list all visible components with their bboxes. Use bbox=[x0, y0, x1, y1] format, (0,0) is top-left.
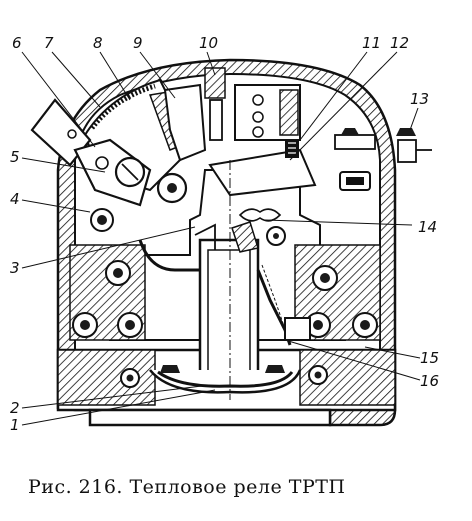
callout-14: 14 bbox=[418, 218, 437, 236]
bolt-right-low2 bbox=[352, 312, 378, 338]
callout-1: 1 bbox=[10, 416, 20, 434]
callout-4: 4 bbox=[10, 190, 20, 208]
callout-10: 10 bbox=[199, 34, 218, 52]
callout-15: 15 bbox=[420, 349, 439, 367]
bolt-left-low2 bbox=[117, 312, 143, 338]
callout-labels: 6 7 8 9 10 11 12 13 5 4 3 14 15 16 2 1 bbox=[10, 34, 439, 434]
callout-9: 9 bbox=[133, 34, 143, 52]
heater-screw-right bbox=[265, 365, 285, 373]
callout-16: 16 bbox=[420, 372, 439, 390]
heater-screw-left bbox=[160, 365, 180, 373]
callout-6: 6 bbox=[12, 34, 22, 52]
figure-caption: Рис. 216. Тепловое реле ТРТП bbox=[28, 476, 346, 498]
adjust-lever bbox=[30, 98, 188, 207]
callout-13: 13 bbox=[410, 90, 429, 108]
callout-8: 8 bbox=[93, 34, 103, 52]
terminal-screws bbox=[334, 128, 432, 191]
bolt-right-mid bbox=[312, 265, 338, 291]
callout-11: 11 bbox=[362, 34, 381, 52]
spring-coil bbox=[231, 208, 286, 253]
bolt-base-left bbox=[120, 368, 140, 388]
callout-5: 5 bbox=[10, 148, 20, 166]
callout-7: 7 bbox=[44, 34, 54, 52]
leader-lines bbox=[21, 51, 421, 426]
bolts bbox=[72, 208, 378, 388]
callout-2: 2 bbox=[10, 399, 20, 417]
heater-element bbox=[138, 223, 302, 394]
callout-3: 3 bbox=[10, 259, 20, 277]
bolt-base-right bbox=[308, 365, 328, 385]
bolt-left-low1 bbox=[72, 312, 98, 338]
contact-block bbox=[163, 67, 317, 197]
bolt-left-mid bbox=[105, 260, 131, 286]
bolt-left-upper bbox=[90, 208, 114, 232]
callout-12: 12 bbox=[390, 34, 409, 52]
